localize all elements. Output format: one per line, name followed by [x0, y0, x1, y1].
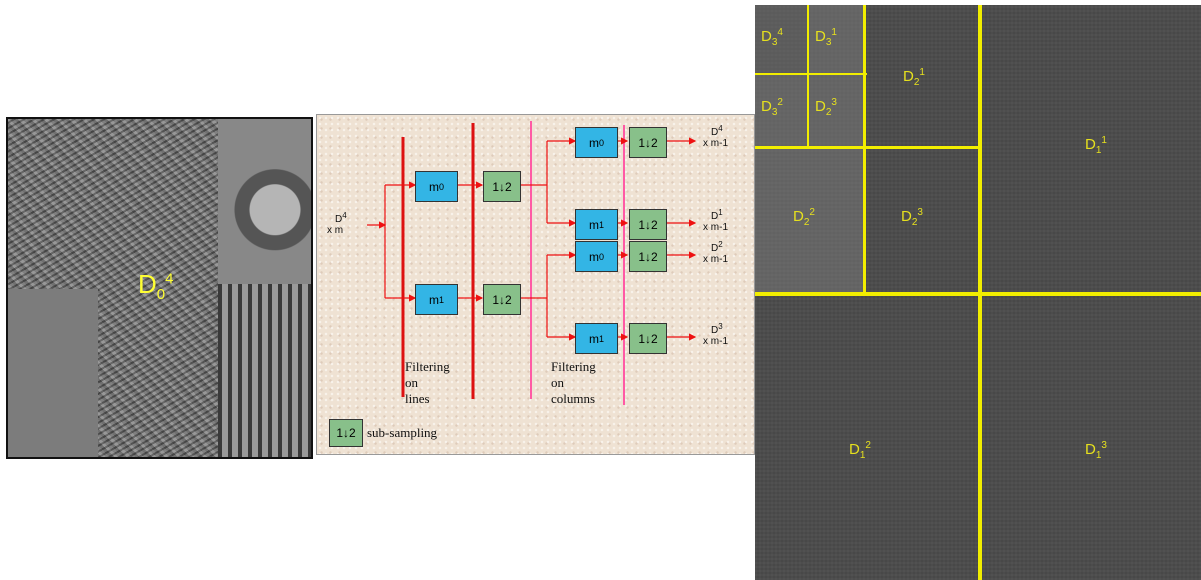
- label-D1-3: D13: [1085, 440, 1107, 461]
- divider-l3-h: [755, 73, 867, 75]
- label-D3-1: D31: [815, 27, 837, 48]
- wavelet-decomposition: D34 D31 D32 D23 D21 D22 D23 D11 D12 D13: [755, 5, 1201, 580]
- label-D2-1: D21: [903, 67, 925, 88]
- subsample-col-3: 1↓2: [629, 241, 667, 272]
- divider-l2-v: [863, 5, 866, 293]
- source-image: D04: [6, 117, 313, 459]
- label-D2-2: D22: [793, 207, 815, 228]
- level-3-block: [755, 5, 863, 145]
- divider-l3-v: [807, 5, 809, 148]
- input-label: D4 x m: [327, 211, 347, 237]
- label-D1-2: D12: [849, 440, 871, 461]
- source-image-label: D04: [138, 269, 174, 304]
- divider-l1-v: [978, 5, 982, 580]
- image-circuit-region: [218, 284, 311, 457]
- subsample-lines-bottom: 1↓2: [483, 284, 521, 315]
- label-D3-2: D32: [761, 97, 783, 118]
- subsample-col-2: 1↓2: [629, 209, 667, 240]
- diagram-connectors: [367, 121, 697, 405]
- image-flat-region: [8, 289, 98, 457]
- label-D1-1: D11: [1085, 135, 1107, 156]
- subsample-lines-top: 1↓2: [483, 171, 521, 202]
- subsample-col-4: 1↓2: [629, 323, 667, 354]
- image-portrait-region: [218, 119, 311, 284]
- subsample-col-1: 1↓2: [629, 127, 667, 158]
- legend-subsample-label: sub-sampling: [367, 425, 438, 440]
- label-D2-3: D23: [901, 207, 923, 228]
- label-D3-4: D34: [761, 27, 783, 48]
- quadrant-D2-2: [755, 145, 863, 293]
- label-D2-3-small: D23: [815, 97, 837, 118]
- divider-l2-h: [755, 146, 981, 149]
- legend-subsample-box: 1↓2: [329, 419, 363, 447]
